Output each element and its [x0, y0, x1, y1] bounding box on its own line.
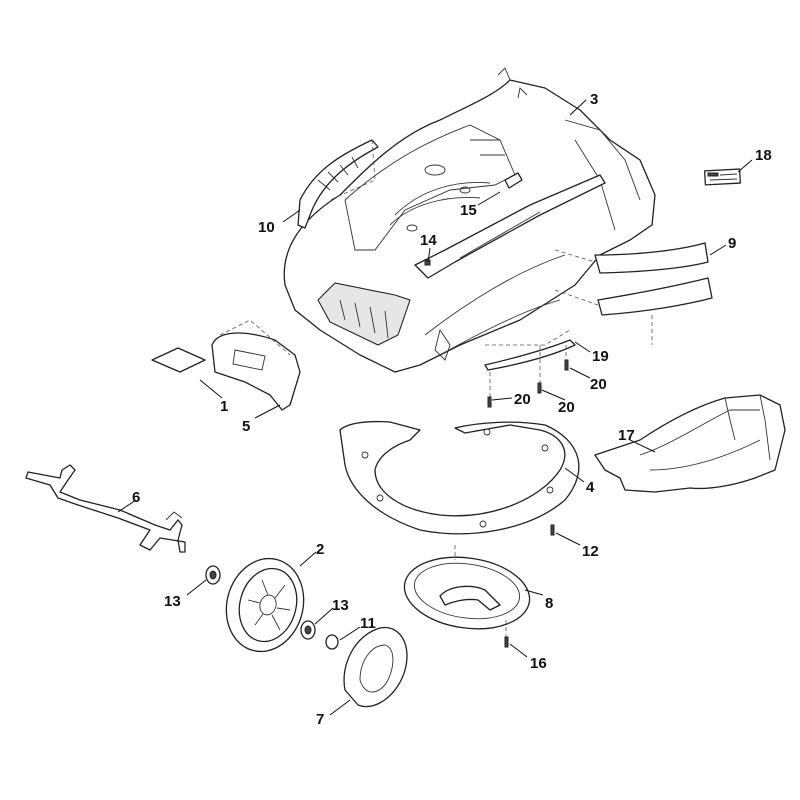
callout-3: 3 [590, 91, 598, 108]
mower-deck-housing [283, 67, 656, 373]
grass-chute [594, 394, 786, 493]
callout-4: 4 [586, 479, 595, 496]
callout-labels: 3 18 9 10 15 14 1 5 19 20 20 20 17 4 6 1… [132, 91, 772, 728]
blade-disc [403, 545, 531, 630]
callout-16: 16 [530, 655, 547, 672]
callout-12: 12 [582, 543, 599, 560]
screw-16 [504, 620, 509, 648]
wheel [225, 557, 305, 653]
cutting-plate [339, 420, 580, 535]
bushing-right [300, 620, 316, 640]
deck-cover-strip [414, 174, 606, 279]
screw-12 [550, 524, 555, 536]
hubcap [343, 626, 408, 708]
callout-20a: 20 [590, 376, 607, 393]
wheel-bushing [325, 634, 339, 650]
callout-5: 5 [242, 418, 250, 435]
axle-rod [25, 464, 186, 553]
baffle-strip [484, 329, 576, 371]
callout-7: 7 [316, 711, 324, 728]
callout-13b: 13 [332, 597, 349, 614]
callout-8: 8 [545, 595, 553, 612]
side-cover-left [297, 139, 379, 229]
callout-13a: 13 [164, 593, 181, 610]
callout-17: 17 [618, 427, 635, 444]
callout-9: 9 [728, 235, 736, 252]
screw-set [487, 345, 569, 408]
clip-part [504, 172, 523, 189]
warning-label [704, 168, 741, 186]
side-cover-right [554, 242, 713, 345]
callout-15: 15 [460, 202, 477, 219]
rear-flap-assembly [151, 319, 301, 411]
callout-20b: 20 [514, 391, 531, 408]
callout-2: 2 [316, 541, 324, 558]
callout-10: 10 [258, 219, 275, 236]
callout-11: 11 [360, 615, 376, 632]
callout-1: 1 [220, 398, 228, 415]
callout-14: 14 [420, 232, 437, 249]
callout-20c: 20 [558, 399, 575, 416]
callout-18: 18 [755, 147, 772, 164]
callout-19: 19 [592, 348, 609, 365]
leader-lines [117, 99, 753, 716]
callout-6: 6 [132, 489, 140, 506]
bushing-left [205, 565, 221, 585]
